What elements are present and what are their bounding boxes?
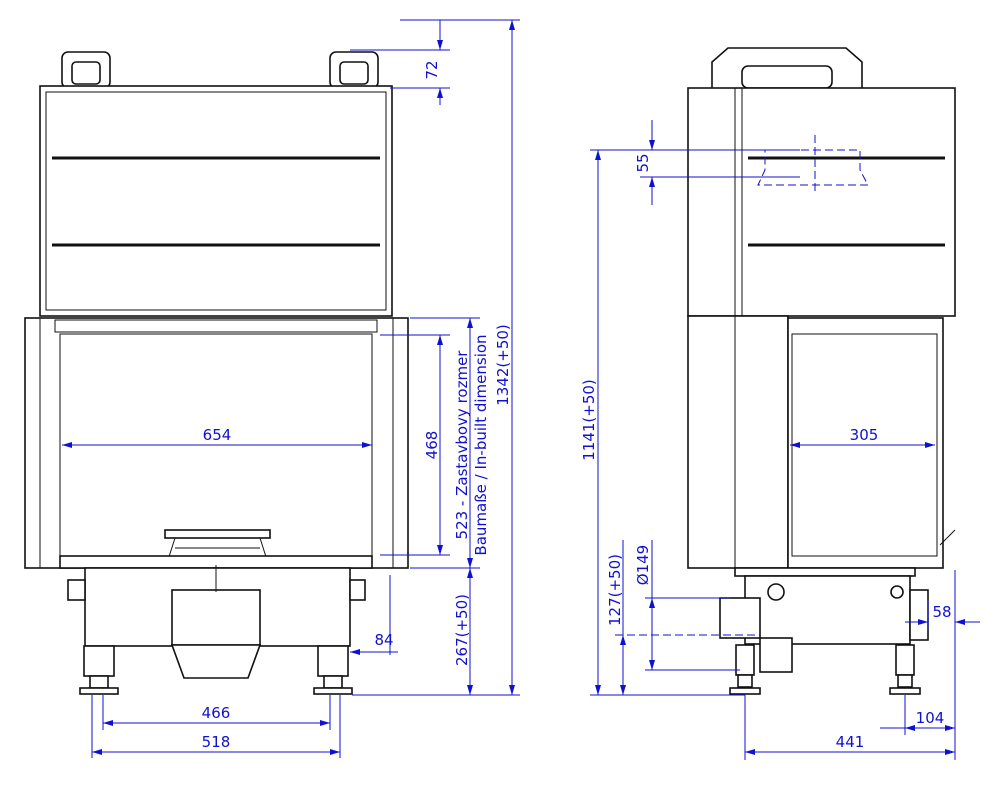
rear-lower-body [687, 315, 789, 569]
dim-55: 55 [634, 153, 652, 172]
air-inlet-connector [719, 597, 761, 639]
door-top-rail [54, 319, 378, 333]
top-handle-grip [741, 65, 833, 89]
rear-bracket [909, 589, 929, 641]
dim-305: 305 [850, 426, 879, 444]
base-port-front [767, 583, 785, 601]
handle-left [61, 51, 111, 89]
dim-58: 58 [932, 603, 951, 621]
foot-left [79, 645, 119, 695]
base-bracket-right [349, 579, 366, 601]
dim-1342: 1342(+50) [494, 324, 512, 406]
front-view [24, 51, 409, 695]
foot-right [313, 645, 353, 695]
air-box-hopper [170, 644, 262, 679]
dim-149: Ø149 [634, 545, 652, 585]
dim-441: 441 [836, 733, 865, 751]
dim-523-line2: Baumaße / In-built dimension [472, 334, 490, 555]
front-dimensions: 72 654 468 523 - Zastavbovy rozmer Bauma… [62, 19, 520, 758]
dim-466: 466 [202, 704, 231, 722]
base-port-rear [890, 585, 904, 599]
dim-1141: 1141(+50) [580, 379, 598, 461]
dim-84: 84 [374, 631, 393, 649]
dim-267: 267(+50) [453, 594, 471, 666]
dim-468: 468 [423, 431, 441, 460]
door-handle [939, 529, 956, 546]
upper-body-inner-edge [45, 91, 387, 311]
dim-72: 72 [423, 60, 441, 79]
side-view [687, 47, 956, 695]
side-dimensions: 55 1141(+50) 127(+50) Ø149 305 58 104 44… [580, 120, 980, 760]
side-foot-rear [889, 644, 921, 695]
side-foot-front [729, 644, 761, 695]
air-box [171, 589, 261, 646]
handle-right [329, 51, 379, 89]
side-bottom-rail [734, 567, 916, 577]
flue-outlet-hidden [757, 149, 869, 186]
dim-127: 127(+50) [606, 554, 624, 626]
air-inlet-box [759, 637, 793, 673]
upper-body [39, 85, 393, 317]
dim-518: 518 [202, 733, 231, 751]
dim-523-line1: 523 - Zastavbovy rozmer [453, 350, 471, 540]
dim-654: 654 [203, 426, 232, 444]
grate [164, 529, 271, 539]
dim-104: 104 [916, 709, 945, 727]
upper-body-side [687, 87, 956, 317]
base-bracket-left [67, 579, 86, 601]
